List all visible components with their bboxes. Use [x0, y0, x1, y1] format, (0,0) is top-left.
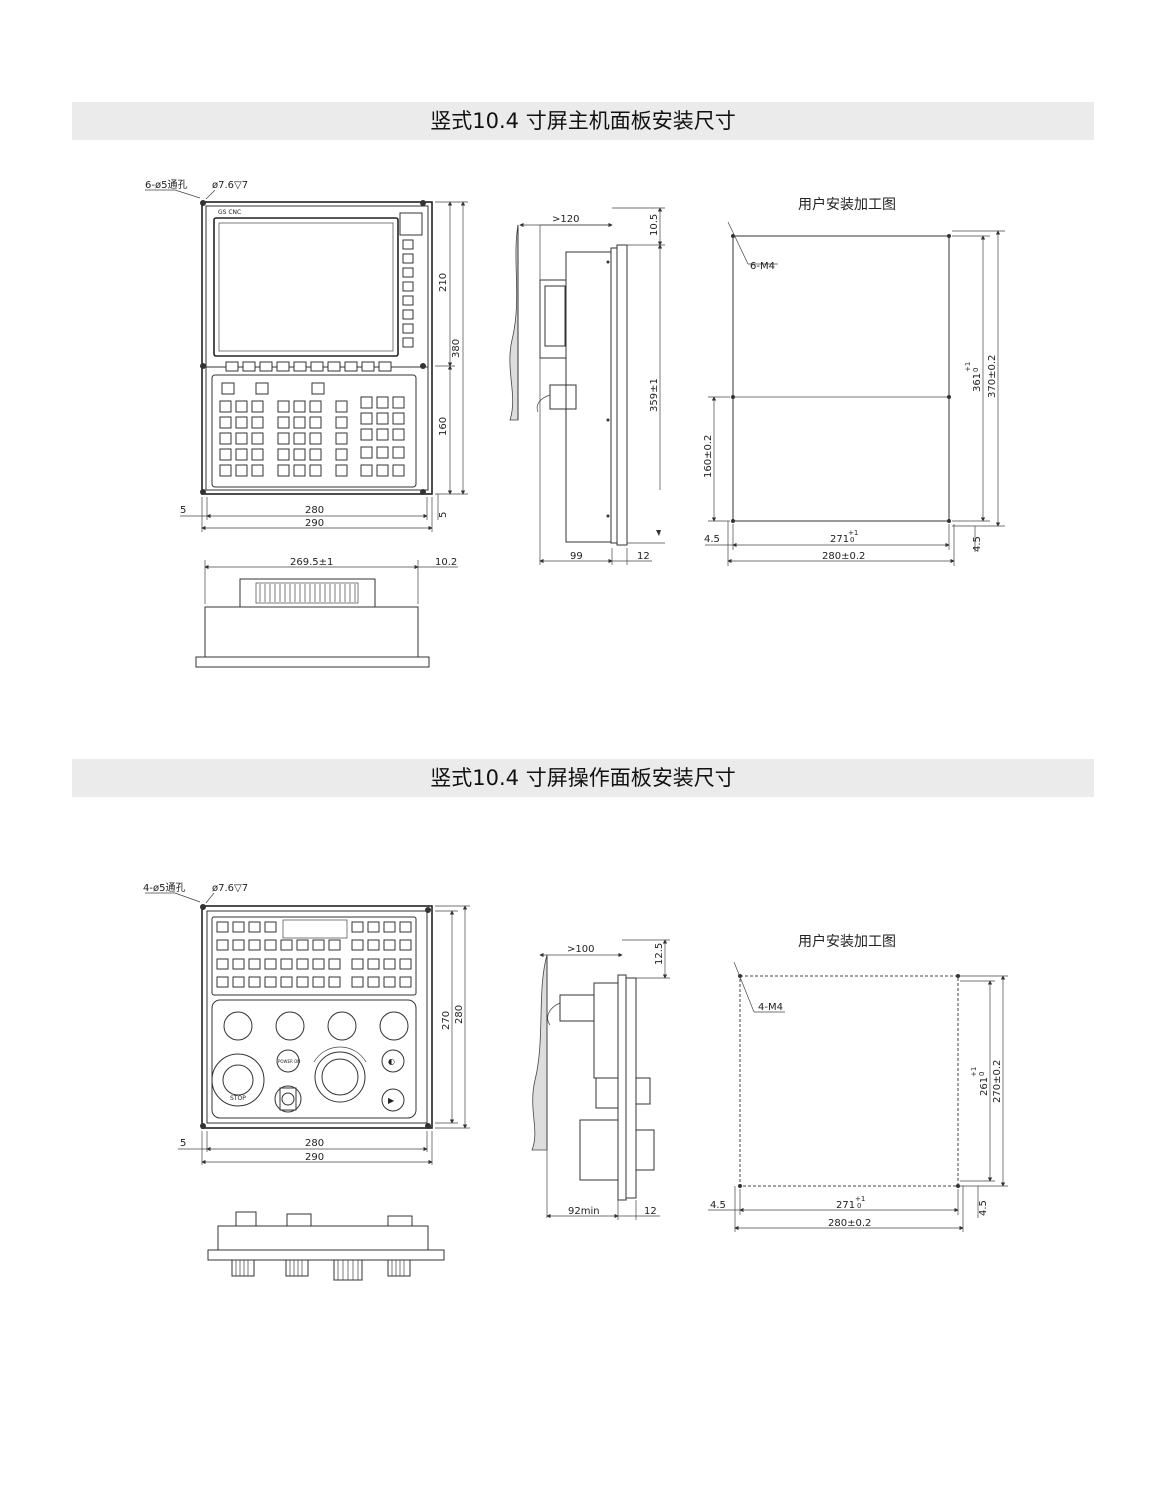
dim-height-total: 380 [451, 339, 462, 358]
op-thread-callout: 4-M4 [758, 1002, 783, 1013]
operation-panel-side-view: >100 12.5 92min 12 [531, 939, 670, 1220]
dim-width-inner: 280 [305, 505, 324, 516]
feed-hold-button: ▶ [381, 1088, 405, 1112]
op-knob-area [211, 999, 417, 1119]
dim-height-upper: 210 [438, 273, 449, 292]
main-panel-cutout-drawing: 用户安装加工图 6-M4 361 +1 0 370±0.2 4.5 160±0.… [703, 196, 1005, 566]
dim-offset-bottom: 5 [438, 512, 449, 518]
cutout-dim-height-outer: 370±0.2 [987, 355, 998, 398]
main-panel-side-view: >120 10.5 359±1 99 12 [509, 207, 665, 565]
op-side-dim-depth: 92min [568, 1206, 600, 1217]
power-on-button: POWER ON [276, 1049, 300, 1073]
side-dim-clearance: >120 [552, 214, 579, 225]
svg-text:▶: ▶ [388, 1096, 395, 1105]
dim-width-outer: 290 [305, 518, 324, 529]
main-panel-bottom-view: 269.5±1 10.2 [195, 557, 458, 668]
cutout-dim-edge-left: 4.5 [704, 534, 720, 545]
op-cutout-dim-edge-bottom: 4.5 [978, 1200, 989, 1216]
section-2-header: 竖式10.4 寸屏操作面板安装尺寸 [72, 759, 1094, 797]
hole-callout: 6-ø5通孔 [145, 179, 187, 191]
op-dim-offset-left: 5 [180, 1138, 186, 1149]
op-cutout-dim-height-outer: 270±0.2 [992, 1060, 1003, 1103]
cutout-dim-height-inner-tol: +1 [964, 362, 972, 372]
brand-text: GS CNC [218, 209, 241, 216]
op-side-dim-top: 12.5 [654, 943, 665, 965]
section-1-title: 竖式10.4 寸屏主机面板安装尺寸 [430, 109, 736, 133]
section-1-header: 竖式10.4 寸屏主机面板安装尺寸 [72, 102, 1094, 140]
thread-callout: 6-M4 [750, 261, 775, 272]
op-cutout-caption: 用户安装加工图 [798, 933, 896, 950]
cutout-dim-height-inner: 361 [972, 373, 983, 392]
op-side-dim-thickness: 12 [644, 1206, 657, 1217]
dim-offset-left: 5 [180, 505, 186, 516]
bottom-dim-width: 269.5±1 [290, 557, 333, 568]
side-dim-depth: 99 [570, 551, 583, 562]
keyboard-keys [219, 382, 405, 477]
side-dim-top: 10.5 [649, 214, 660, 236]
emergency-stop-button: STOP [211, 1053, 265, 1107]
key-switch [274, 1085, 302, 1113]
side-soft-keys [399, 212, 423, 348]
op-override-knobs [223, 1011, 409, 1041]
op-cutout-dim-width-outer: 280±0.2 [828, 1218, 871, 1229]
cutout-dim-width-inner-tol-low: 0 [850, 536, 854, 544]
op-dim-width-inner: 280 [305, 1138, 324, 1149]
op-cutout-dim-width-inner-tol-low: 0 [857, 1202, 861, 1210]
cutout-dim-height-inner-tol-low: 0 [972, 368, 980, 372]
op-knob-shafts [231, 1259, 411, 1281]
op-dim-width-outer: 290 [305, 1152, 324, 1163]
svg-text:◐: ◐ [388, 1057, 395, 1066]
section-2-title: 竖式10.4 寸屏操作面板安装尺寸 [430, 766, 736, 790]
side-dim-height: 359±1 [649, 378, 660, 412]
handwheel [313, 1046, 367, 1103]
cycle-start-button: ◐ [381, 1049, 405, 1073]
bottom-dim-thickness: 10.2 [435, 557, 457, 568]
counterbore-callout: ø7.6▽7 [212, 180, 248, 191]
op-cutout-dim-height-inner: 261 [979, 1077, 990, 1096]
operation-panel-bottom-view [207, 1211, 445, 1281]
cutout-dim-edge-bottom: 4.5 [972, 536, 983, 552]
op-counterbore-callout: ø7.6▽7 [212, 883, 248, 894]
estop-label: STOP [230, 1095, 246, 1102]
cutout-caption: 用户安装加工图 [798, 196, 896, 213]
op-key-grid [211, 916, 417, 996]
op-cutout-dim-height-inner-tol-low: 0 [978, 1072, 986, 1076]
power-label: POWER ON [278, 1059, 300, 1064]
cutout-dim-width-inner: 271 [830, 534, 849, 545]
op-cutout-dim-width-inner: 271 [836, 1200, 855, 1211]
bottom-soft-keys [225, 361, 392, 372]
mounting-holes [200, 200, 426, 495]
op-hole-callout: 4-ø5通孔 [143, 882, 185, 894]
op-cutout-dim-width-inner-tol: +1 [855, 1195, 865, 1203]
cutout-dim-width-outer: 280±0.2 [822, 551, 865, 562]
operation-panel-cutout-drawing: 用户安装加工图 4-M4 261 +1 0 270±0.2 4.5 271 +1… [708, 933, 1008, 1232]
cutout-dim-width-inner-tol: +1 [848, 529, 858, 537]
op-mounting-holes [200, 904, 431, 1129]
op-dim-height-outer: 280 [454, 1005, 465, 1024]
op-dim-height-inner: 270 [441, 1011, 452, 1030]
op-keys [216, 919, 412, 988]
op-cutout-dim-edge-left: 4.5 [710, 1200, 726, 1211]
operation-panel-front-view: STOP POWER ON ◐ ▶ 4-ø5通孔 ø7.6▽7 [143, 882, 470, 1165]
op-cutout-dim-height-inner-tol: +1 [970, 1067, 978, 1077]
dim-height-lower: 160 [438, 417, 449, 436]
main-panel-front-view: GS CNC [145, 179, 468, 532]
keyboard-area [211, 374, 417, 488]
cutout-dim-lower: 160±0.2 [703, 435, 714, 478]
lcd-screen [213, 217, 399, 357]
side-dim-thickness: 12 [637, 551, 650, 562]
op-side-dim-clearance: >100 [567, 944, 594, 955]
